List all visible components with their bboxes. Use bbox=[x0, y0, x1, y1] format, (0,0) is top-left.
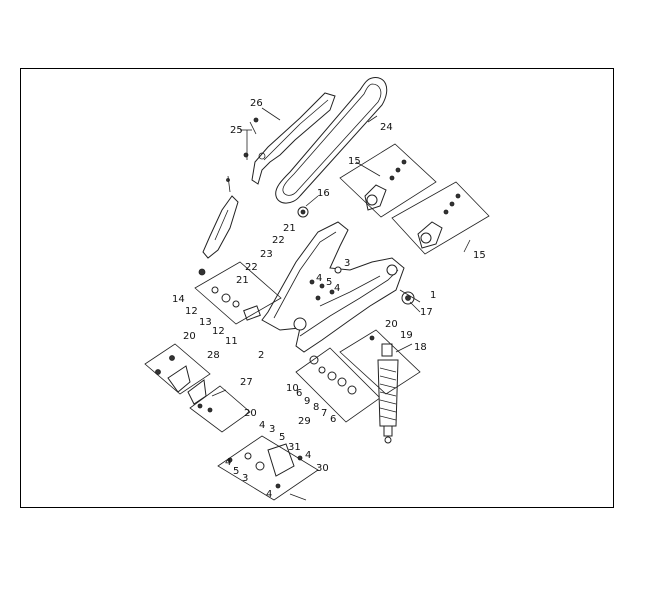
label-29: 29 bbox=[298, 416, 311, 427]
pivot-hardware bbox=[309, 266, 342, 301]
chain-guard bbox=[251, 92, 336, 185]
label-27: 27 bbox=[240, 377, 253, 388]
label-14: 14 bbox=[172, 294, 185, 305]
label-28: 28 bbox=[207, 350, 220, 361]
label-5: 5 bbox=[233, 466, 239, 477]
label-25: 25 bbox=[230, 125, 243, 136]
label-19: 19 bbox=[400, 330, 413, 341]
label-22: 22 bbox=[272, 235, 285, 246]
label-1: 1 bbox=[430, 290, 436, 301]
label-13: 13 bbox=[199, 317, 212, 328]
label-22: 22 bbox=[245, 262, 258, 273]
chain-slider bbox=[202, 175, 239, 259]
label-18: 18 bbox=[414, 342, 427, 353]
swing-arm bbox=[261, 221, 405, 353]
label-21: 21 bbox=[283, 223, 296, 234]
label-21: 21 bbox=[236, 275, 249, 286]
label-6: 6 bbox=[296, 388, 302, 399]
drive-chain bbox=[275, 77, 388, 204]
label-3: 3 bbox=[344, 258, 350, 269]
label-30: 30 bbox=[316, 463, 329, 474]
label-3: 3 bbox=[269, 424, 275, 435]
label-9: 9 bbox=[304, 396, 310, 407]
label-20: 20 bbox=[385, 319, 398, 330]
hub-assembly-upper bbox=[364, 159, 407, 211]
linkage-bracket-28 bbox=[144, 343, 211, 405]
label-8: 8 bbox=[313, 402, 319, 413]
label-4: 4 bbox=[334, 283, 340, 294]
label-7: 7 bbox=[321, 408, 327, 419]
callout-labels: 26 25 24 15 16 21 22 23 22 21 15 3 4 5 4… bbox=[172, 98, 486, 500]
sprocket-16 bbox=[297, 206, 309, 218]
label-15: 15 bbox=[348, 156, 361, 167]
label-12: 12 bbox=[212, 326, 225, 337]
hub-boxes bbox=[339, 143, 490, 255]
label-4: 4 bbox=[316, 273, 322, 284]
label-17: 17 bbox=[420, 307, 433, 318]
leader-lines bbox=[240, 107, 471, 313]
label-24: 24 bbox=[380, 122, 393, 133]
guard-bolts bbox=[243, 117, 259, 158]
sprocket-17 bbox=[401, 291, 415, 305]
label-15: 15 bbox=[473, 250, 486, 261]
label-2: 2 bbox=[258, 350, 264, 361]
label-26: 26 bbox=[250, 98, 263, 109]
left-pivot-stack bbox=[194, 261, 282, 325]
linkage-bolts-27 bbox=[189, 385, 251, 433]
label-20: 20 bbox=[183, 331, 196, 342]
label-5: 5 bbox=[326, 277, 332, 288]
label-4: 4 bbox=[259, 420, 265, 431]
diagram-frame bbox=[20, 68, 614, 508]
label-5: 5 bbox=[279, 432, 285, 443]
label-20: 20 bbox=[244, 408, 257, 419]
label-3: 3 bbox=[242, 473, 248, 484]
hub-assembly-lower bbox=[417, 193, 461, 249]
label-4: 4 bbox=[305, 450, 311, 461]
label-6: 6 bbox=[330, 414, 336, 425]
label-16: 16 bbox=[317, 188, 330, 199]
label-4: 4 bbox=[266, 489, 272, 500]
label-11: 11 bbox=[225, 336, 238, 347]
lower-linkage bbox=[217, 435, 319, 501]
label-23: 23 bbox=[260, 249, 273, 260]
rear-shock-absorber bbox=[339, 329, 421, 444]
label-12: 12 bbox=[185, 306, 198, 317]
label-10: 10 bbox=[286, 383, 299, 394]
label-31: 31 bbox=[288, 442, 301, 453]
lower-washer-stack bbox=[295, 347, 381, 423]
label-4: 4 bbox=[225, 457, 231, 468]
